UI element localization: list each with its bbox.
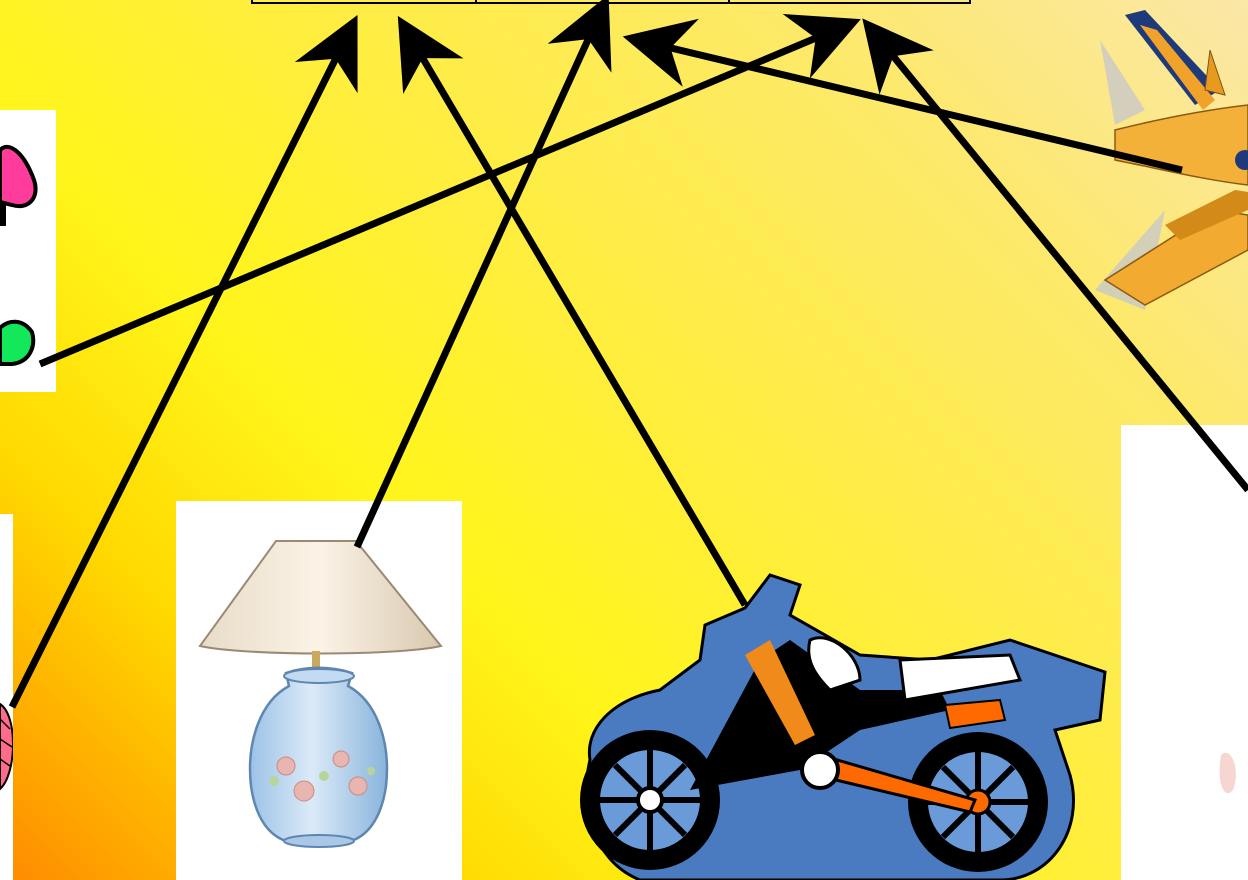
arrow-ball-to-cell <box>12 40 345 707</box>
arrow-right-picture-to-cell <box>880 40 1248 490</box>
arrow-lamp-to-cell <box>357 20 597 547</box>
arrow-airplane-to-cell <box>650 43 1182 170</box>
